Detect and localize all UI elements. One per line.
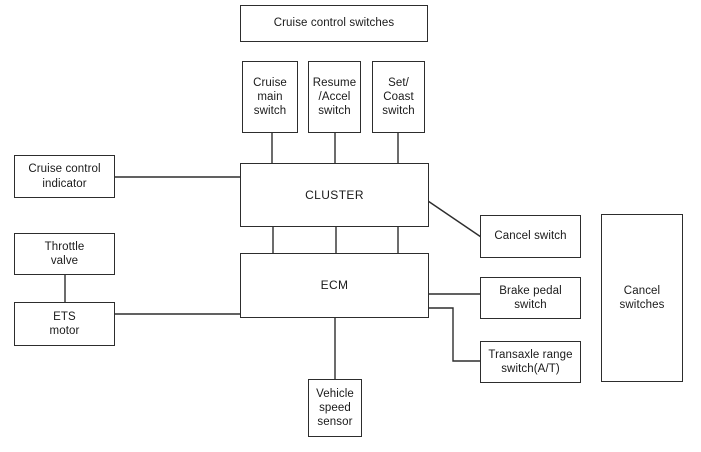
node-brake-pedal-switch: Brake pedal switch [480,277,581,319]
node-cancel-switch-label: Cancel switch [494,230,567,243]
node-resume-accel-switch: Resume /Accel switch [308,61,361,133]
node-cruise-control-indicator: Cruise control indicator [14,155,115,198]
node-brake-pedal-switch-label: Brake pedal switch [499,284,562,311]
node-ets-motor: ETS motor [14,302,115,346]
node-vehicle-speed-sensor-label: Vehicle speed sensor [316,387,354,428]
node-ecm-label: ECM [320,278,349,293]
node-cruise-control-indicator-label: Cruise control indicator [28,163,101,190]
node-transaxle-range-switch-label: Transaxle range switch(A/T) [488,348,573,375]
node-cruise-control-switches-label: Cruise control switches [273,17,395,30]
node-cluster: CLUSTER [240,163,429,227]
node-resume-accel-switch-label: Resume /Accel switch [312,76,357,117]
connector-ecm-to-transaxle-range-switch [428,307,481,362]
node-cancel-switches: Cancel switches [601,214,683,382]
node-ets-motor-label: ETS motor [49,310,80,337]
node-cancel-switches-label: Cancel switches [619,284,665,311]
connector-cluster-to-cancel-switch [427,200,482,238]
node-cruise-main-switch: Cruise main switch [242,61,298,133]
node-cancel-switch: Cancel switch [480,215,581,258]
node-cruise-main-switch-label: Cruise main switch [253,76,287,117]
node-cluster-label: CLUSTER [305,187,364,202]
node-cruise-control-switches: Cruise control switches [240,5,428,42]
node-vehicle-speed-sensor: Vehicle speed sensor [308,379,362,437]
node-set-coast-switch-label: Set/ Coast switch [382,76,415,117]
node-throttle-valve-label: Throttle valve [44,240,85,267]
node-set-coast-switch: Set/ Coast switch [372,61,425,133]
node-ecm: ECM [240,253,429,318]
node-transaxle-range-switch: Transaxle range switch(A/T) [480,341,581,383]
node-throttle-valve: Throttle valve [14,233,115,275]
